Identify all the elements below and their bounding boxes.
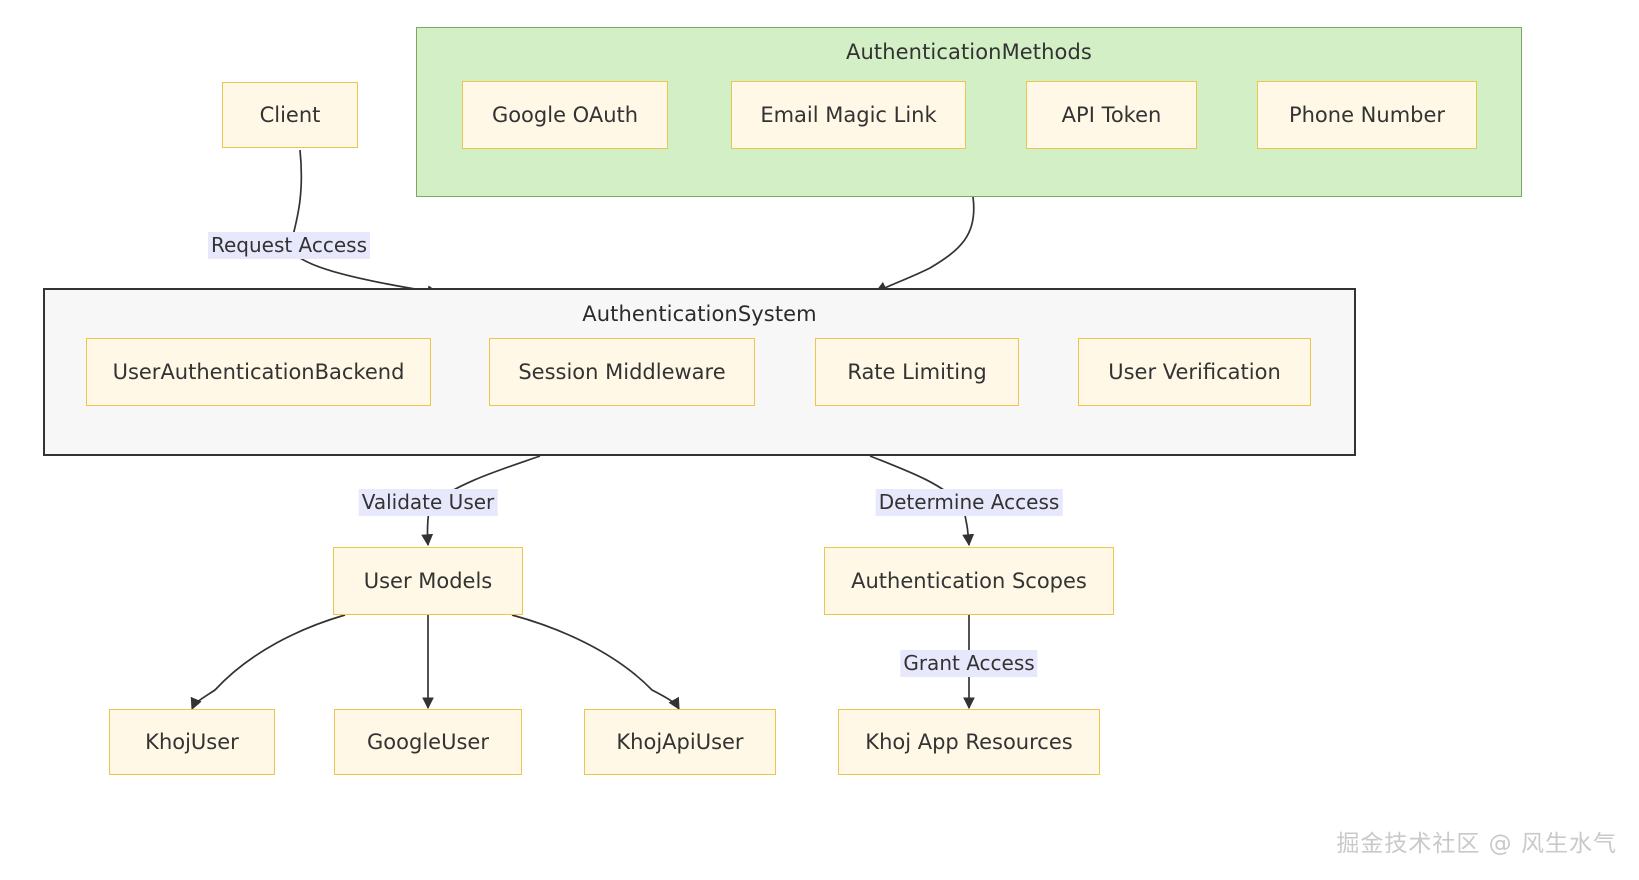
edge-usermodels-khojuser — [190, 614, 346, 711]
node-user-verification[interactable]: User Verification — [1078, 338, 1311, 406]
node-user-models[interactable]: User Models — [333, 547, 523, 615]
group-title-authentication-system: AuthenticationSystem — [582, 302, 817, 326]
node-user-authentication-backend[interactable]: UserAuthenticationBackend — [86, 338, 431, 406]
node-authentication-scopes[interactable]: Authentication Scopes — [824, 547, 1114, 615]
node-phone-number[interactable]: Phone Number — [1257, 81, 1477, 149]
node-email-magic-link[interactable]: Email Magic Link — [731, 81, 966, 149]
node-khoj-api-user[interactable]: KhojApiUser — [584, 709, 776, 775]
watermark: 掘金技术社区 @ 风生水气 — [1336, 831, 1617, 857]
node-client[interactable]: Client — [222, 82, 358, 148]
node-khoj-user[interactable]: KhojUser — [109, 709, 275, 775]
edge-label-determine-access: Determine Access — [875, 489, 1063, 516]
edge-methods-to-system — [874, 196, 975, 293]
group-title-authentication-methods: AuthenticationMethods — [846, 40, 1092, 64]
edge-label-validate-user: Validate User — [358, 489, 498, 516]
edge-usermodels-khojapiuser — [511, 614, 680, 711]
node-api-token[interactable]: API Token — [1026, 81, 1197, 149]
edge-label-request-access: Request Access — [207, 232, 371, 259]
node-google-user[interactable]: GoogleUser — [334, 709, 522, 775]
node-rate-limiting[interactable]: Rate Limiting — [815, 338, 1019, 406]
node-khoj-app-resources[interactable]: Khoj App Resources — [838, 709, 1100, 775]
edge-label-grant-access: Grant Access — [900, 650, 1038, 677]
node-google-oauth[interactable]: Google OAuth — [462, 81, 668, 149]
node-session-middleware[interactable]: Session Middleware — [489, 338, 755, 406]
